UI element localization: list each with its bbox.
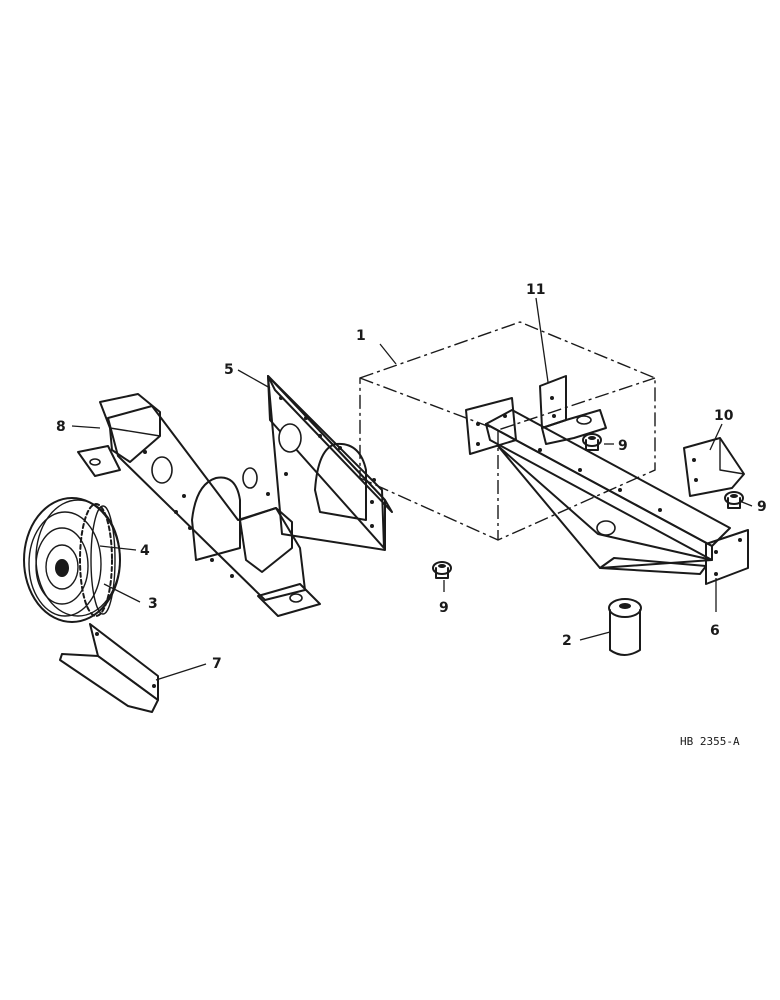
part-8-bracket-frame: [77, 393, 321, 617]
part-9-cap-nut-b: [582, 433, 602, 451]
callout-9-right: 9: [757, 499, 767, 515]
part-3-4-pulley-sprocket: [23, 497, 121, 623]
callout-8: 8: [56, 419, 66, 435]
part-9-cap-nut-a: [432, 561, 452, 579]
part-2-cylinder-cap: [608, 598, 642, 656]
reference-code: HB 2355-A: [680, 735, 740, 748]
callout-1: 1: [356, 328, 366, 344]
part-9-cap-nut-c: [724, 491, 744, 509]
callout-9-upper: 9: [618, 438, 628, 454]
callout-7: 7: [212, 656, 222, 672]
part-6-tube-frame: [465, 397, 749, 585]
callout-6: 6: [710, 623, 720, 639]
part-5-mounting-plate: [267, 375, 393, 551]
callout-4: 4: [140, 543, 150, 559]
part-1-outline-box: [359, 321, 656, 541]
callout-5: 5: [224, 362, 234, 378]
part-7-angle-guard: [59, 623, 159, 713]
callout-11: 11: [526, 282, 545, 298]
callout-3: 3: [148, 596, 158, 612]
callout-9-lower: 9: [439, 600, 449, 616]
leader-lines: [71, 297, 753, 681]
part-10-angle-bracket: [683, 437, 745, 497]
callout-2: 2: [562, 633, 572, 649]
callout-10: 10: [714, 408, 734, 424]
part-11-mounting-bracket: [539, 375, 607, 445]
